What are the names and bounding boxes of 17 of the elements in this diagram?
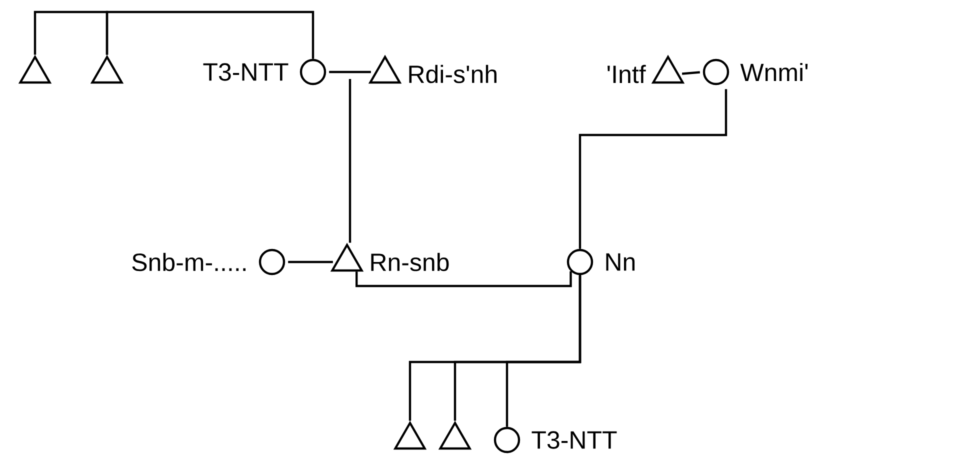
marriage-sign	[682, 71, 700, 75]
sibling-line	[106, 10, 314, 59]
name-label: Snb-m-.....	[132, 252, 246, 272]
marriage-sign	[329, 70, 371, 74]
marriage-line	[356, 271, 572, 288]
name-label: Nn	[606, 253, 635, 271]
name-label: T3-NTT	[203, 63, 288, 81]
descent-line	[348, 79, 352, 243]
descent-line	[578, 89, 728, 249]
sibling-line	[34, 10, 108, 55]
name-label: Wnmi'	[740, 62, 808, 82]
descent-line	[506, 275, 582, 427]
name-label: Rn-snb	[371, 252, 449, 272]
name-label: Rdi-s'nh	[409, 64, 496, 84]
marriage-sign	[288, 260, 333, 264]
name-label: T3-NTT	[532, 431, 617, 449]
name-label: 'Intf	[608, 64, 646, 84]
